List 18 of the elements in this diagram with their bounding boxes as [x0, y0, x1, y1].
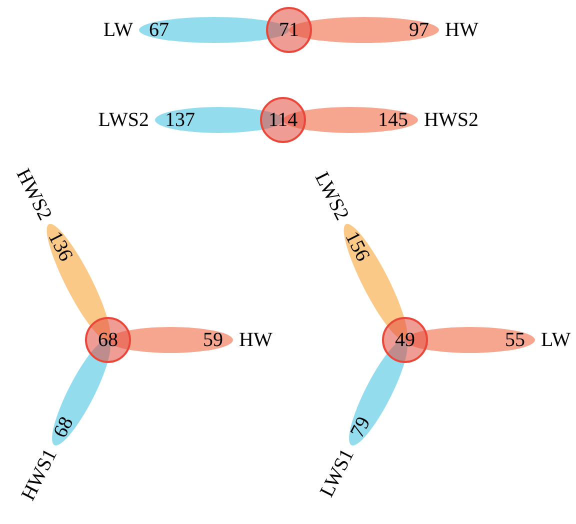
count-label: 59	[203, 328, 223, 352]
set-label: LWS1	[314, 445, 360, 502]
count-label: 55	[505, 328, 525, 352]
set-label: HW	[445, 18, 478, 42]
count-label: 68	[48, 412, 79, 442]
count-label: 145	[378, 108, 408, 132]
set-label: LWS2	[98, 108, 149, 132]
set-label: HWS2	[424, 108, 478, 132]
count-label: 67	[149, 18, 169, 42]
count-label: 97	[409, 18, 429, 42]
set-label: LW	[103, 18, 133, 42]
count-label: 156	[340, 228, 375, 266]
count-label: 136	[42, 228, 78, 266]
set-label: LWS2	[310, 168, 354, 224]
set-label: LW	[541, 328, 571, 352]
count-label: 79	[345, 412, 376, 442]
set-label: HW	[239, 328, 272, 352]
count-label: 137	[165, 108, 195, 132]
